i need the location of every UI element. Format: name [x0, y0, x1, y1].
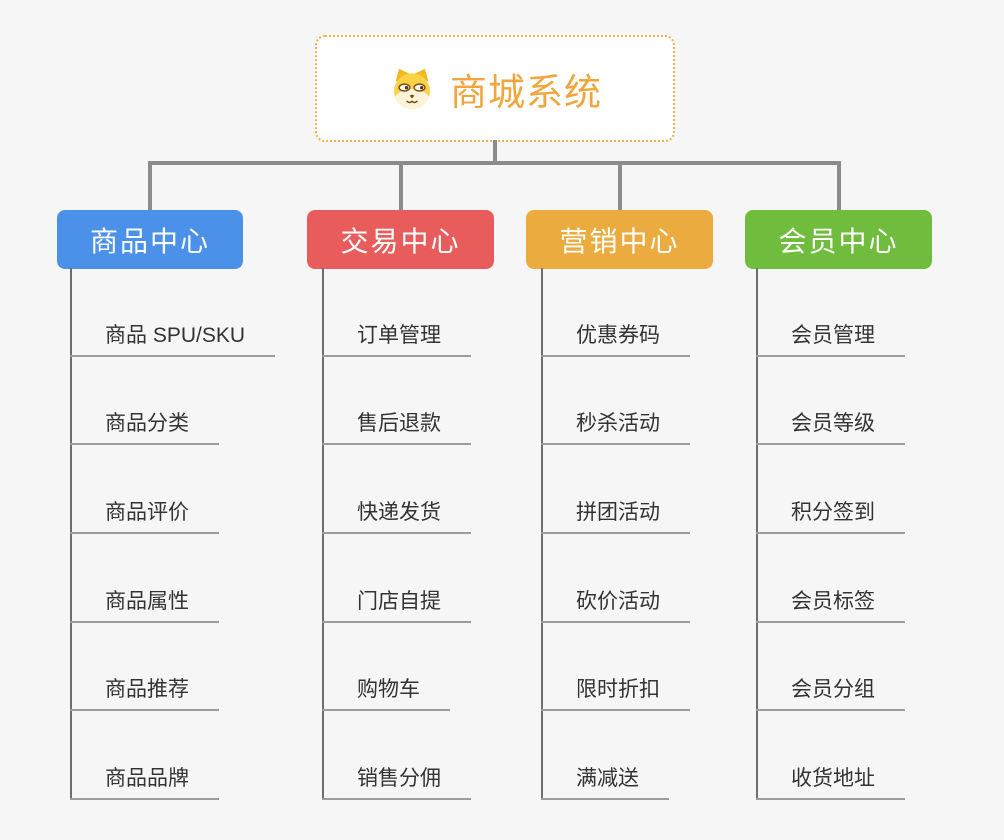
leaf-node[interactable]: 会员等级 — [756, 357, 905, 446]
branch-connector-line — [618, 161, 622, 210]
leaf-node[interactable]: 商品评价 — [70, 445, 219, 534]
leaf-node[interactable]: 会员分组 — [756, 623, 905, 712]
leaf-node[interactable]: 秒杀活动 — [541, 357, 690, 446]
leaf-node[interactable]: 会员标签 — [756, 534, 905, 623]
leaf-node[interactable]: 商品 SPU/SKU — [70, 268, 276, 357]
leaf-connector-line — [322, 268, 324, 800]
leaf-node[interactable]: 限时折扣 — [541, 623, 690, 712]
leaf-list: 会员管理会员等级积分签到会员标签会员分组收货地址 — [756, 268, 905, 800]
leaf-node[interactable]: 购物车 — [322, 623, 450, 712]
leaf-node[interactable]: 优惠券码 — [541, 268, 690, 357]
leaf-node[interactable]: 商品品牌 — [70, 711, 219, 800]
leaf-node[interactable]: 会员管理 — [756, 268, 905, 357]
leaf-node[interactable]: 拼团活动 — [541, 445, 690, 534]
leaf-node[interactable]: 快递发货 — [322, 445, 471, 534]
branch-node-1[interactable]: 商品中心 — [57, 210, 243, 269]
leaf-list: 订单管理售后退款快递发货门店自提购物车销售分佣 — [322, 268, 471, 800]
leaf-node[interactable]: 销售分佣 — [322, 711, 471, 800]
leaf-node[interactable]: 砍价活动 — [541, 534, 690, 623]
trunk-connector-line — [148, 161, 841, 165]
leaf-connector-line — [70, 268, 72, 800]
leaf-list: 优惠券码秒杀活动拼团活动砍价活动限时折扣满减送 — [541, 268, 690, 800]
branch-connector-line — [837, 161, 841, 210]
branch-node-4[interactable]: 会员中心 — [745, 210, 932, 269]
root-node[interactable]: 商城系统 — [315, 35, 675, 142]
leaf-node[interactable]: 积分签到 — [756, 445, 905, 534]
branch-node-2[interactable]: 交易中心 — [307, 210, 494, 269]
leaf-node[interactable]: 门店自提 — [322, 534, 471, 623]
leaf-connector-line — [541, 268, 543, 800]
leaf-node[interactable]: 满减送 — [541, 711, 669, 800]
dog-face-icon — [394, 68, 430, 109]
branch-node-3[interactable]: 营销中心 — [526, 210, 713, 269]
leaf-connector-line — [756, 268, 758, 800]
branch-connector-line — [399, 161, 403, 210]
leaf-node[interactable]: 商品推荐 — [70, 623, 219, 712]
branch-connector-line — [148, 161, 152, 210]
leaf-node[interactable]: 商品分类 — [70, 357, 219, 446]
leaf-node[interactable]: 售后退款 — [322, 357, 471, 446]
leaf-node[interactable]: 商品属性 — [70, 534, 219, 623]
leaf-node[interactable]: 收货地址 — [756, 711, 905, 800]
leaf-node[interactable]: 订单管理 — [322, 268, 471, 357]
root-node-label: 商城系统 — [450, 71, 602, 113]
root-connector-line — [493, 140, 497, 163]
